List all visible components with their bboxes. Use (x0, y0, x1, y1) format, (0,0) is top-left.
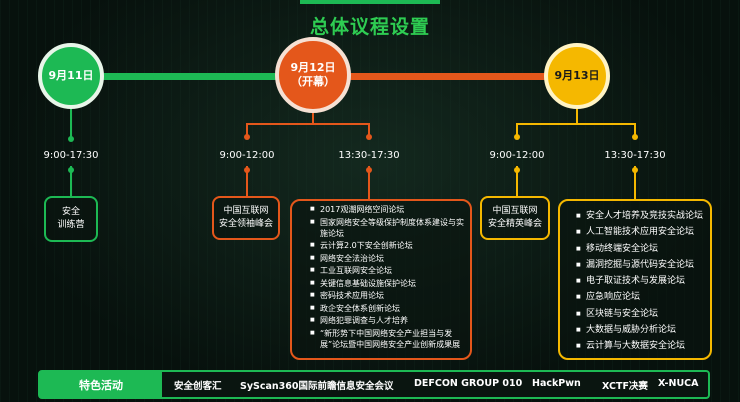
forum-item: 网络犯罪调查与人才培养 (310, 315, 464, 326)
connector-dot (244, 134, 250, 140)
connector-dot (68, 136, 74, 142)
session-box-elite-summit: 中国互联网 安全精英峰会 (480, 196, 550, 240)
special-activities-label: 特色活动 (40, 372, 162, 397)
forum-item: 漏洞挖掘与源代码安全论坛 (576, 260, 706, 271)
activity-item: HackPwn (532, 378, 581, 389)
connector-line (368, 166, 370, 199)
forum-item: 云计算2.0下安全创新论坛 (310, 240, 464, 251)
connector-line (576, 109, 578, 124)
connector-dot (68, 167, 74, 173)
forum-item: 电子取证技术与发展论坛 (576, 276, 706, 287)
connector-line (246, 166, 248, 196)
connector-line (634, 123, 636, 135)
activity-item: DEFCON GROUP 010 (414, 378, 523, 389)
forum-item: “新形势下中国网络安全产业担当与发展”论坛暨中国网络安全产业创新成果展 (310, 328, 464, 350)
forum-item: 关键信息基础设施保护论坛 (310, 278, 464, 289)
day-label: 9月11日 (48, 69, 94, 82)
forum-item: 2017观潮网络空间论坛 (310, 204, 464, 215)
connector-line (634, 166, 636, 199)
forum-list-day2: 2017观潮网络空间论坛 国家网络安全等级保护制度体系建设与实施论坛 云计算2.… (290, 199, 472, 360)
connector-line (368, 123, 370, 135)
day-label: 9月13日 (554, 69, 600, 82)
session-time: 9:00-17:30 (43, 150, 99, 161)
session-box-training-camp: 安全 训练营 (44, 196, 98, 242)
forum-item: 安全人才培养及竞技实战论坛 (576, 211, 706, 222)
session-title-line: 训练营 (57, 220, 85, 230)
forum-item: 移动终端安全论坛 (576, 244, 706, 255)
special-activities-bar: 特色活动 安全创客汇 SyScan360国际前瞻信息安全会议 DEFCON GR… (38, 370, 710, 399)
connector-line (312, 113, 314, 124)
day-label: 9月12日 (290, 61, 336, 74)
connector-dot (366, 167, 372, 173)
session-time: 13:30-17:30 (604, 150, 666, 161)
bracket-line (516, 123, 636, 125)
day-sublabel: （开幕） (291, 75, 335, 88)
forum-item: 密码技术应用论坛 (310, 290, 464, 301)
connector-line (516, 166, 518, 196)
bracket-line (246, 123, 370, 125)
top-accent-bar (300, 0, 440, 4)
session-box-leaders-summit: 中国互联网 安全领袖峰会 (212, 196, 280, 240)
session-time: 9:00-12:00 (219, 150, 275, 161)
forum-item: 大数据与威胁分析论坛 (576, 325, 706, 336)
connector-dot (366, 134, 372, 140)
connector-dot (632, 134, 638, 140)
timeline-connector-green (100, 73, 280, 80)
session-time: 9:00-12:00 (489, 150, 545, 161)
session-title-line: 安全领袖峰会 (218, 219, 273, 229)
activity-item: XCTF决赛 (602, 381, 648, 392)
session-title-line: 安全精英峰会 (487, 219, 542, 229)
forum-item: 区块链与安全论坛 (576, 309, 706, 320)
activity-item: X-NUCA (658, 378, 699, 389)
activity-item: SyScan360国际前瞻信息安全会议 (240, 381, 394, 392)
forum-item: 网络安全法治论坛 (310, 253, 464, 264)
forum-item: 政企安全体系创新论坛 (310, 303, 464, 314)
day-node-3: 9月13日 (544, 43, 610, 109)
day-node-1: 9月11日 (38, 43, 104, 109)
forum-list-day3: 安全人才培养及竞技实战论坛 人工智能技术应用安全论坛 移动终端安全论坛 漏洞挖掘… (558, 199, 712, 360)
activity-item: 安全创客汇 (174, 381, 222, 392)
forum-item: 应急响应论坛 (576, 292, 706, 303)
forum-item: 人工智能技术应用安全论坛 (576, 227, 706, 238)
page-title: 总体议程设置 (309, 16, 430, 38)
session-title-line: 安全 (61, 207, 80, 217)
session-time: 13:30-17:30 (338, 150, 400, 161)
connector-line (516, 123, 518, 135)
forum-item: 云计算与大数据安全论坛 (576, 341, 706, 352)
connector-dot (632, 167, 638, 173)
connector-line (246, 123, 248, 135)
connector-line (70, 166, 72, 196)
connector-dot (514, 167, 520, 173)
forum-item: 工业互联网安全论坛 (310, 265, 464, 276)
day-node-2: 9月12日 （开幕） (275, 37, 351, 113)
session-title-line: 中国互联网 (223, 206, 269, 216)
connector-line (70, 109, 72, 139)
session-title-line: 中国互联网 (492, 206, 538, 216)
forum-item: 国家网络安全等级保护制度体系建设与实施论坛 (310, 217, 464, 239)
connector-dot (244, 167, 250, 173)
timeline-connector-orange (346, 73, 548, 80)
connector-dot (514, 134, 520, 140)
